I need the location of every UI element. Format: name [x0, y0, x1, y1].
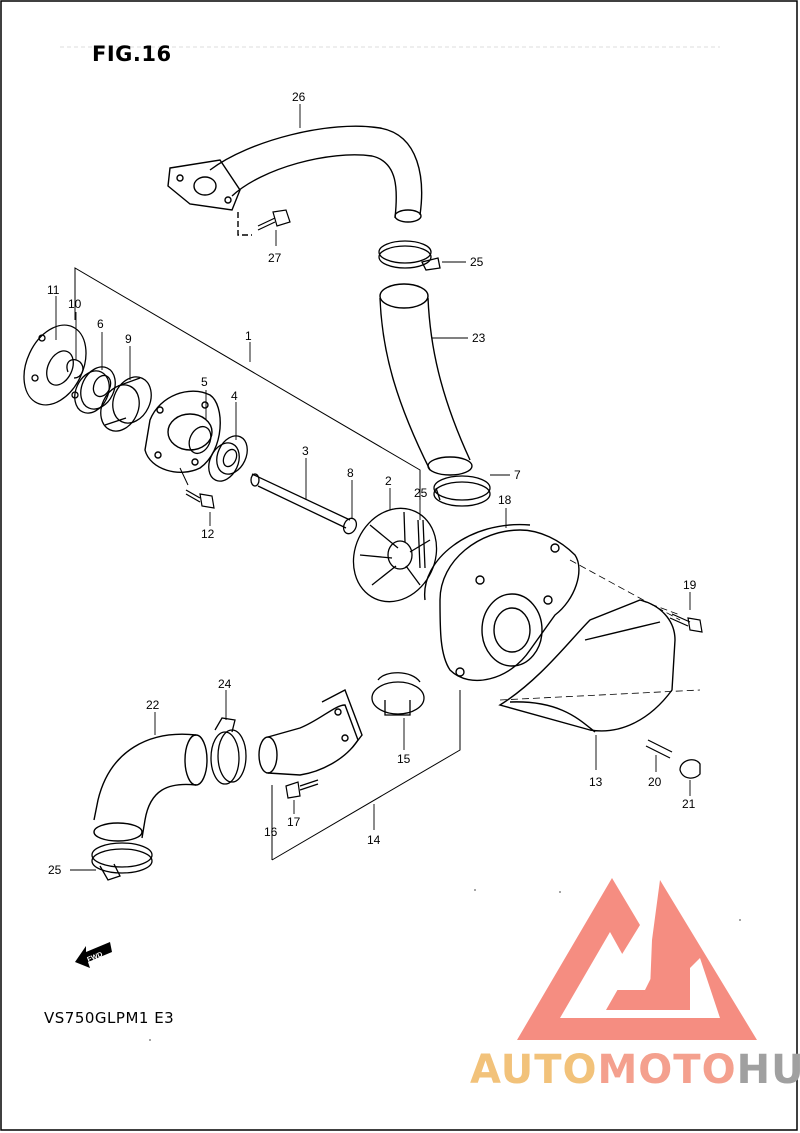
callout-labels: 26 27 25 11 10 6 9 1 23 5 4 3 8 2 7 25 1… — [47, 90, 697, 877]
bolt-27 — [257, 209, 291, 231]
callout-2: 2 — [385, 474, 392, 488]
watermark-moto: MOTO — [597, 1047, 737, 1093]
pump-housing — [144, 390, 221, 473]
callout-7: 25 — [414, 486, 428, 500]
callout-13: 13 — [589, 775, 603, 789]
o-ring-5 — [188, 425, 212, 455]
screw-17 — [285, 779, 319, 799]
upper-hose-26 — [167, 125, 423, 236]
pump-shaft-3 — [250, 473, 351, 529]
seal-9 — [100, 376, 152, 432]
hose-clamp-25-upper — [378, 240, 441, 271]
circlip-10 — [66, 358, 84, 379]
assembly-bracket-1 — [74, 267, 421, 500]
callout-27: 27 — [268, 251, 282, 265]
callout-20: 20 — [648, 775, 662, 789]
alignment-lines — [499, 559, 701, 701]
callout-10: 10 — [68, 297, 82, 311]
gasket-11 — [23, 324, 87, 406]
cap-nut-21 — [679, 759, 701, 779]
callout-15: 15 — [397, 752, 411, 766]
callout-25-lower: 25 — [48, 863, 62, 877]
callout-22: 22 — [146, 698, 160, 712]
stud-bolt-20 — [645, 739, 673, 759]
callout-6: 6 — [97, 317, 104, 331]
callout-23: 23 — [472, 331, 486, 345]
leader-lines — [55, 104, 691, 871]
watermark-auto: AUTO — [470, 1047, 598, 1093]
fwd-arrow-icon: FWD — [75, 942, 112, 968]
watermark-hub: HUB — [736, 1047, 800, 1093]
hose-clamp-24 — [210, 717, 247, 785]
callout-9: 9 — [125, 332, 132, 346]
callout-5: 5 — [201, 375, 208, 389]
callout-3: 3 — [302, 444, 309, 458]
callout-16: 16 — [264, 825, 278, 839]
callout-4: 4 — [231, 389, 238, 403]
washer-8 — [342, 517, 358, 535]
callout-1: 1 — [245, 329, 252, 343]
callout-19: 19 — [683, 578, 697, 592]
figure-title: FIG.16 — [92, 42, 172, 66]
mechanical-seal-4 — [208, 435, 248, 482]
callout-12: 12 — [201, 527, 215, 541]
pump-cover-18 — [424, 523, 580, 682]
callout-18: 18 — [498, 493, 512, 507]
hose-clamp-25-middle — [433, 475, 491, 507]
callout-11: 11 — [47, 283, 60, 297]
callout-8: 8 — [347, 466, 354, 480]
callout-25-upper: 25 — [470, 255, 484, 269]
scan-specks — [149, 889, 741, 1041]
bolt-19 — [669, 613, 703, 633]
callout-17: 17 — [287, 815, 301, 829]
outlet-pipe-16 — [258, 689, 363, 776]
bearing-6 — [74, 366, 116, 414]
hose-clamp-25-lower — [91, 842, 153, 881]
assembly-bracket-14 — [271, 690, 461, 861]
callout-24: 24 — [218, 677, 232, 691]
callout-25-middle: 7 — [514, 468, 521, 482]
lower-hose-22 — [93, 733, 208, 842]
cover-13 — [498, 599, 676, 733]
thermostat-15 — [371, 672, 425, 716]
impeller-2 — [352, 507, 438, 603]
callout-26: 26 — [292, 90, 306, 104]
callout-21: 21 — [682, 797, 696, 811]
automotohub-logo-icon — [517, 878, 757, 1040]
hose-23 — [379, 283, 473, 476]
model-code: VS750GLPM1 E3 — [44, 1009, 175, 1027]
screw-12 — [185, 489, 215, 509]
automotohub-watermark: AUTOMOTOHUB — [470, 1050, 800, 1090]
pin-7 — [417, 519, 426, 569]
callout-14: 14 — [367, 833, 381, 847]
